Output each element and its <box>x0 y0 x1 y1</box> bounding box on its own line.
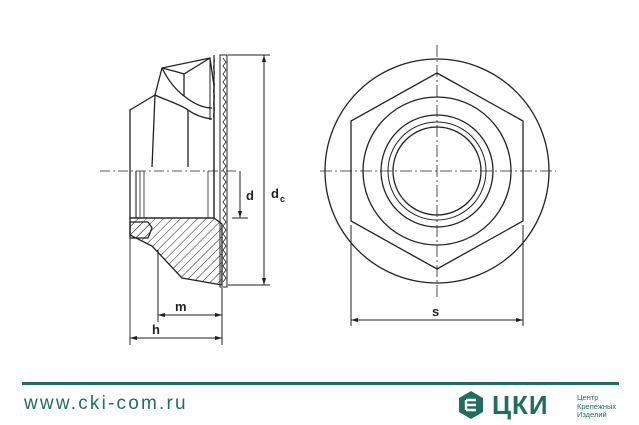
cki-logo[interactable]: ЦКИ Центр Крепежных Изделий <box>458 390 628 420</box>
dim-s <box>350 225 524 326</box>
hex-body-outline <box>129 57 215 219</box>
hex-face-curve-upper <box>161 57 211 75</box>
flange-serration <box>219 54 228 288</box>
hex-face-curve-2 <box>161 67 213 109</box>
dim-dc <box>228 54 270 286</box>
dim-d <box>232 171 248 219</box>
dim-s-label: s <box>432 304 439 319</box>
dim-h-label: h <box>152 322 160 337</box>
flange-bore-notch <box>129 221 153 239</box>
site-url-link[interactable]: www.cki-com.ru <box>24 393 188 414</box>
front-view <box>320 45 556 300</box>
logo-sub-line: Центр <box>577 393 599 402</box>
logo-sub-line: Изделий <box>577 410 607 419</box>
serration-teeth <box>222 57 227 283</box>
dim-dc-sub: c <box>280 194 285 204</box>
footer-divider <box>22 382 619 385</box>
cki-logo-icon <box>459 391 483 419</box>
side-view <box>100 54 238 345</box>
hex-edge-3 <box>151 94 156 168</box>
logo-sub-line: Крепежных <box>577 401 617 411</box>
dim-dc-label: d <box>271 186 279 201</box>
dim-m-label: m <box>175 299 187 314</box>
logo-subtitle: Центр Крепежных Изделий <box>577 393 637 420</box>
dim-d-label: d <box>246 188 254 203</box>
dim-m <box>157 250 223 345</box>
logo-wordmark: ЦКИ <box>492 390 549 420</box>
